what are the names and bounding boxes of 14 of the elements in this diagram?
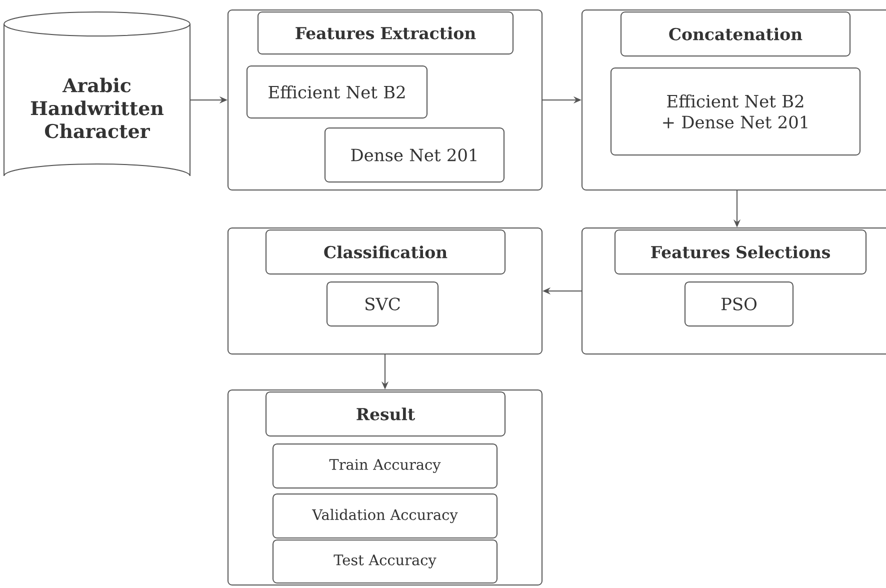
heading-box: Concatenation — [620, 12, 850, 56]
database-cylinder: Arabic Handwritten Character — [4, 12, 190, 176]
result-box: Train Accuracy — [272, 444, 498, 488]
heading-box: Features Selections — [614, 230, 866, 274]
result-box: Validation Accuracy — [272, 494, 498, 538]
process-box: Efficient Net B2 + Dense Net 201 — [610, 68, 860, 156]
process-box: SVC — [326, 282, 438, 326]
result-box: Test Accuracy — [272, 540, 498, 584]
process-box: PSO — [684, 282, 794, 326]
process-box: Dense Net 201 — [324, 128, 504, 182]
heading-box: Result — [266, 392, 506, 436]
heading-box: Features Extraction — [258, 12, 514, 54]
heading-box: Classification — [266, 230, 506, 274]
process-box: Efficient Net B2 — [246, 66, 428, 118]
